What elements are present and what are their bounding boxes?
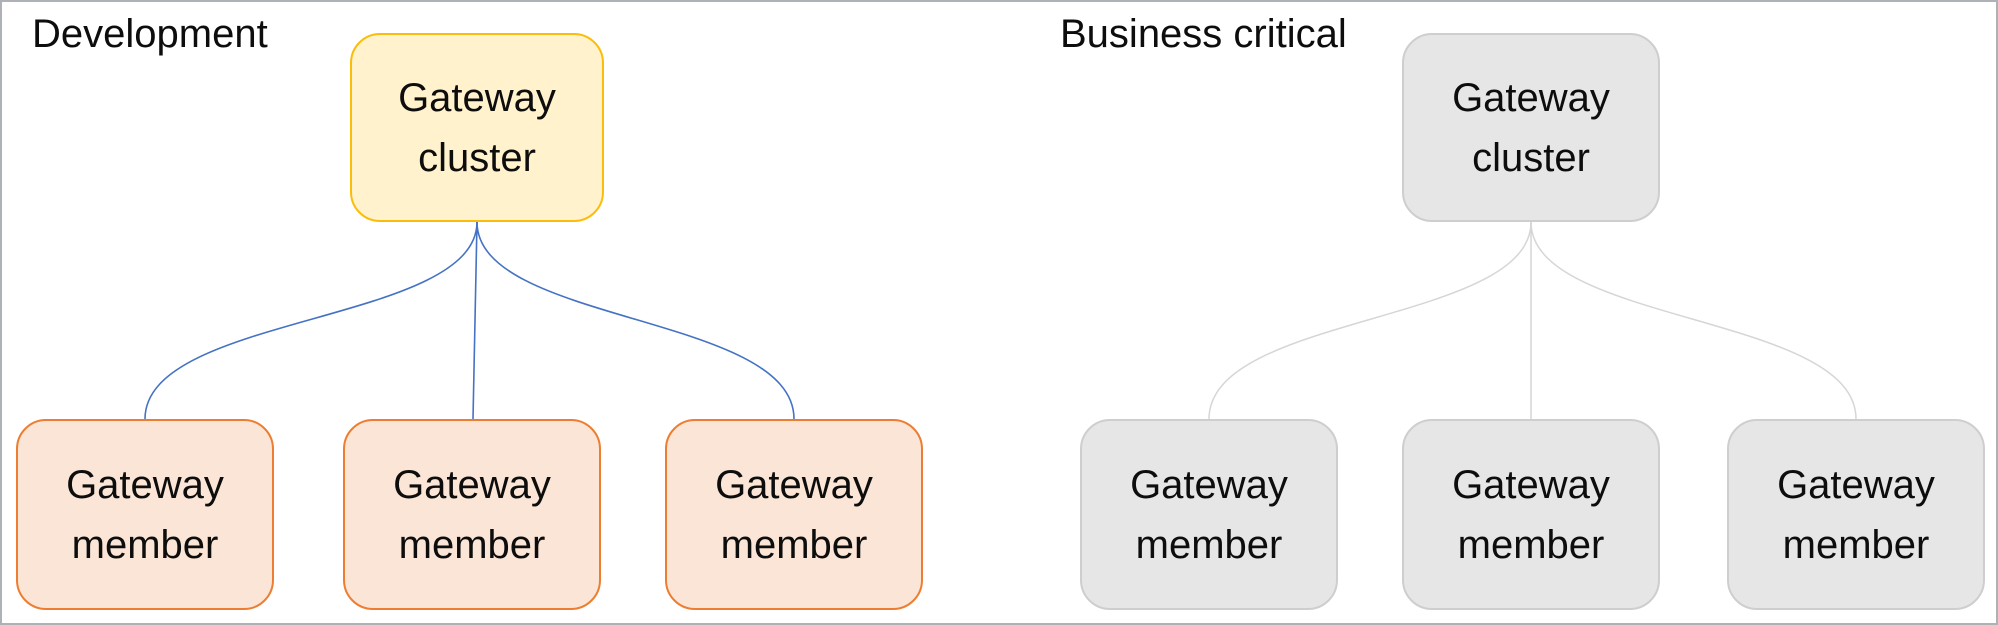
business-critical-gateway-cluster-node: Gateway cluster xyxy=(1402,33,1660,222)
development-gateway-member-node-2: Gateway member xyxy=(343,419,601,610)
development-gateway-cluster-node: Gateway cluster xyxy=(350,33,604,222)
dev-connector-right xyxy=(476,221,795,420)
business-critical-gateway-member-node-3: Gateway member xyxy=(1727,419,1985,610)
business-critical-connectors xyxy=(1208,221,1857,420)
business-critical-section-title: Business critical xyxy=(1060,12,1347,56)
biz-connector-left xyxy=(1208,221,1532,420)
dev-connector-left xyxy=(144,221,478,420)
dev-connector-middle xyxy=(472,221,478,420)
development-gateway-member-node-3: Gateway member xyxy=(665,419,923,610)
business-critical-gateway-member-node-2: Gateway member xyxy=(1402,419,1660,610)
development-connectors xyxy=(144,221,795,420)
biz-connector-right xyxy=(1530,221,1857,420)
development-section-title: Development xyxy=(32,12,268,56)
business-critical-gateway-member-node-1: Gateway member xyxy=(1080,419,1338,610)
development-gateway-member-node-1: Gateway member xyxy=(16,419,274,610)
